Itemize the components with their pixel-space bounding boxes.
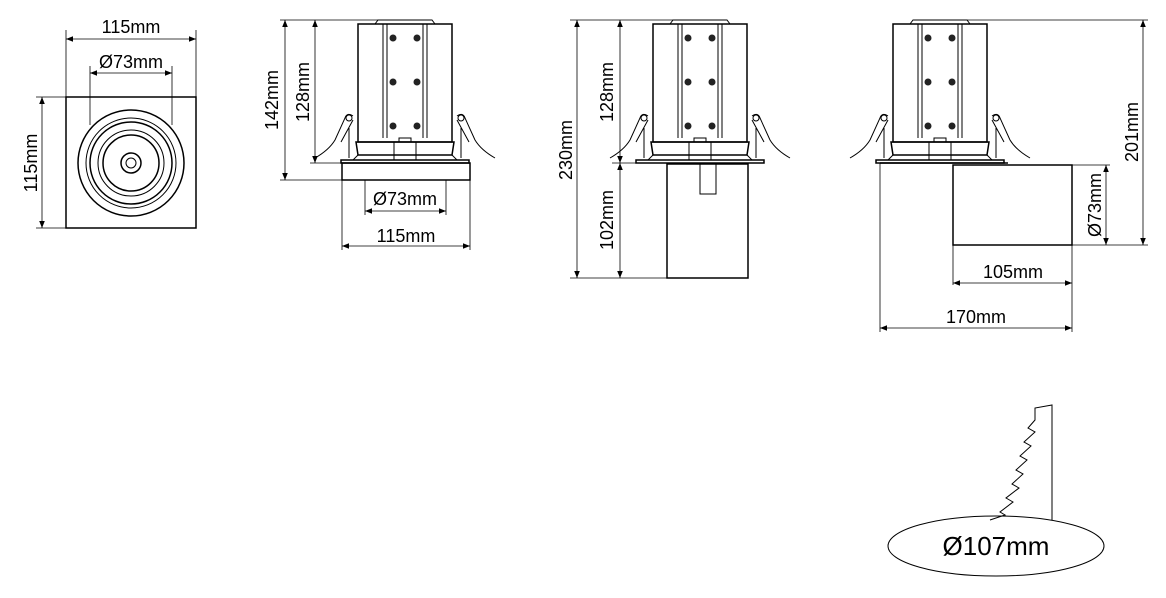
top-height-label: 115mm [21, 134, 41, 193]
top-inner-label: Ø73mm [99, 52, 163, 72]
tilted-head-diameter-label: Ø73mm [1085, 173, 1105, 237]
cutout-diameter-label: Ø107mm [943, 531, 1050, 561]
tilted-total-width-label: 170mm [946, 307, 1006, 327]
side-view-tilted: 201mm Ø73mm 105mm 170mm [849, 19, 1148, 332]
front-trim-width-label: 115mm [377, 226, 436, 246]
front-total-height-label: 142mm [262, 70, 282, 130]
tilted-total-height-label: 201mm [1122, 102, 1142, 162]
top-width-label: 115mm [102, 17, 161, 37]
front-view: 142mm 128mm Ø73mm 115mm [262, 19, 496, 250]
cutout-ellipse [887, 515, 1105, 577]
side-total-height-label: 230mm [556, 120, 576, 180]
front-aperture-label: Ø73mm [373, 189, 437, 209]
housing-tilted [849, 19, 1031, 164]
side-head-height-label: 102mm [597, 190, 617, 250]
top-view: 115mm Ø73mm 115mm [21, 17, 197, 229]
cutout-diagram: Ø107mm [887, 404, 1105, 577]
front-body-height-label: 128mm [293, 62, 313, 122]
side-body-height-label: 128mm [597, 62, 617, 122]
housing-side [609, 19, 791, 164]
housing-front [314, 19, 496, 164]
tilted-head-length-label: 105mm [983, 262, 1043, 282]
side-view-down: 230mm 128mm 102mm [556, 19, 791, 279]
